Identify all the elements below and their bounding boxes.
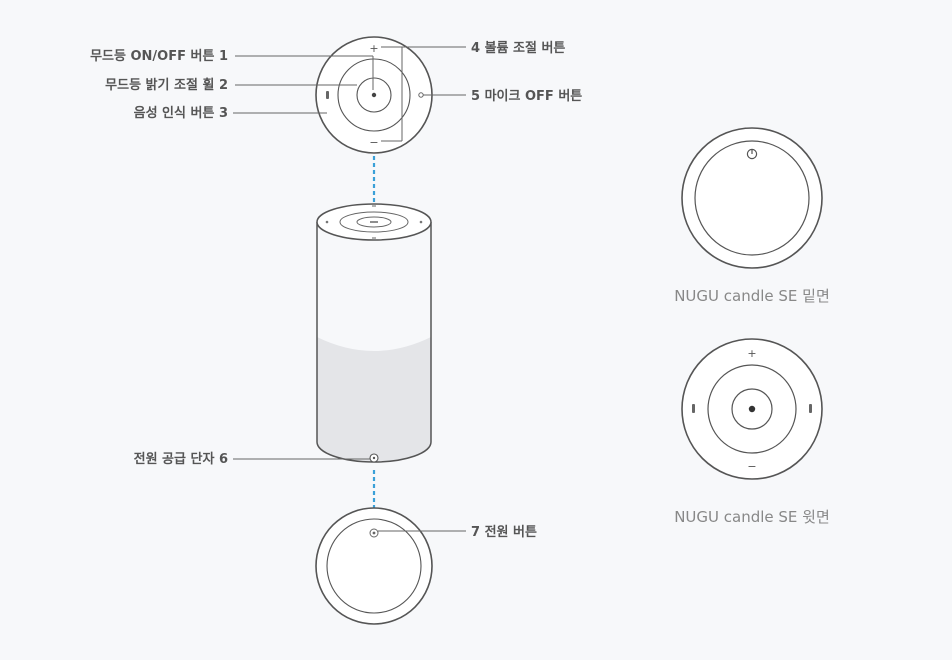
callout-mood-light-wheel: 무드등 밝기 조절 휠 2 <box>105 77 228 93</box>
callout-voice-button: 음성 인식 버튼 3 <box>134 105 228 121</box>
volume-minus-icon: − <box>369 136 378 149</box>
callout-volume-buttons: 4 볼륨 조절 버튼 <box>471 40 565 56</box>
volume-plus-icon: + <box>369 42 378 55</box>
device-top-view-annotated: + − <box>315 36 433 154</box>
caption-bottom-view: NUGU candle SE 밑면 <box>674 287 830 305</box>
callout-mood-light-onoff: 무드등 ON/OFF 버튼 1 <box>90 48 228 64</box>
top-view-diagram: + − <box>681 338 823 480</box>
callout-power-button: 7 전원 버튼 <box>471 524 537 540</box>
mic-off-icon-right <box>809 404 812 413</box>
callout-power-port: 전원 공급 단자 6 <box>134 451 228 467</box>
plus-icon: + <box>747 347 756 360</box>
callout-mic-off: 5 마이크 OFF 버튼 <box>471 88 582 104</box>
bottom-view-diagram <box>681 127 823 269</box>
minus-icon: − <box>747 460 756 473</box>
device-side-view <box>316 203 432 463</box>
voice-mic-icon <box>326 91 329 99</box>
caption-top-view: NUGU candle SE 윗면 <box>674 508 830 526</box>
power-button-icon <box>369 528 379 538</box>
top-leader-lines <box>233 46 466 142</box>
device-bottom-view-annotated <box>315 507 433 625</box>
mic-icon <box>692 404 695 413</box>
